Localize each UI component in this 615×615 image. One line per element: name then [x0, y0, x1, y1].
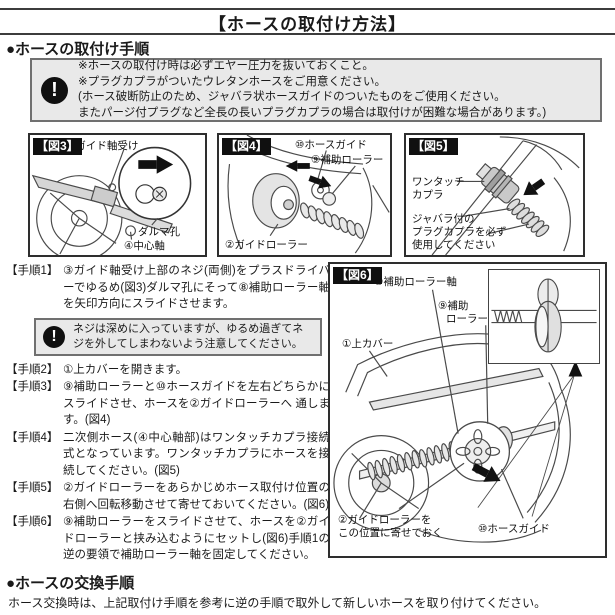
step-row-6: 【手順6】 ⑨補助ローラーをスライドさせて、ホースを②ガイドローラーと挟み込むよ…: [6, 514, 330, 564]
fig6-callout-aux-roller-shaft: ⑧補助ローラー軸: [374, 276, 457, 288]
fig6-callout-guide-roller-2: この位置に寄せておく: [338, 527, 443, 539]
fig4-illustration: [227, 135, 390, 254]
step-label: 【手順4】: [6, 431, 59, 444]
steps-list: 【手順1】 ③ガイド軸受け上部のネジ(両側)をプラスドライバーでゆるめ(図3)ダ…: [6, 263, 330, 565]
figure-fig4: 【図4】 ⑩ホースガイド ⑨補助ローラー ②ガイドローラー: [217, 133, 392, 257]
step-label: 【手順2】: [6, 363, 59, 376]
page-title: 【ホースの取付け方法】: [208, 15, 407, 34]
fig4-callout-hose-guide: ⑩ホースガイド: [295, 139, 367, 151]
step-text: ②ガイドローラーをあらかじめホース取付け位置の右側へ回転移動させて寄せておいてく…: [63, 482, 330, 511]
replace-body: ホース交換時は、上記取付け手順を参考に逆の手順で取外して新しいホースを取り付けて…: [8, 596, 547, 610]
fig6-inset: [488, 269, 600, 364]
notice-line-4: またパージ付プラグなど全長の長いプラグカプラの場合は取付けが困難な場合があります…: [78, 106, 547, 119]
figure-fig5: 【図5】 ワンタッチ カプラ ジャバラ付の プラグカプラを必ず 使用してください: [404, 133, 585, 257]
fig5-callout-bellows-3: 使用してください: [412, 239, 496, 251]
fig4-callout-guide-roller: ②ガイドローラー: [225, 239, 308, 251]
step-label: 【手順6】: [6, 516, 59, 528]
fig4-callout-aux-roller: ⑨補助ローラー: [311, 154, 384, 166]
exclamation-icon: !: [43, 325, 65, 348]
fig3-illustration: [31, 146, 192, 255]
fig6-label: 【図6】: [333, 267, 382, 284]
step-row-1: 【手順1】 ③ガイド軸受け上部のネジ(両側)をプラスドライバーでゆるめ(図3)ダ…: [6, 263, 330, 313]
fig6-callout-top-cover: ①上カバー: [342, 338, 394, 350]
step-text: ⑨補助ローラーをスライドさせて、ホースを②ガイドローラーと挟み込むようにセットし…: [63, 516, 330, 561]
fig5-illustration: [431, 136, 580, 255]
fig5-callout-coupler-1: ワンタッチ: [412, 176, 465, 188]
step-label: 【手順5】: [6, 482, 59, 494]
step-text: 二次側ホース(④中心軸部)はワンタッチカプラ接続式となっています。ワンタッチカプ…: [63, 431, 330, 477]
fig3-callout-center-shaft: ④中心軸: [124, 240, 165, 252]
step-row-2: 【手順2】 ①上カバーを開きます。: [6, 362, 330, 379]
fig6-callout-hose-guide: ⑩ホースガイド: [478, 523, 550, 535]
notice-line-1: ※ホースの取付け時は必ずエヤー圧力を抜いておくこと。: [78, 60, 374, 72]
fig6-callout-aux-roller-1: ⑨補助: [438, 300, 469, 312]
fig3-callout-guide-bearing: ③ガイド軸受け: [66, 140, 139, 152]
fig5-callout-coupler-2: カプラ: [412, 189, 444, 201]
screw-notice-box: ! ネジは深めに入っていますが、ゆるめ過ぎてネジを外してしまわないよう注意してく…: [34, 317, 322, 356]
notice-text: ※ホースの取付け時は必ずエヤー圧力を抜いておくこと。 ※プラグカプラがついたウレ…: [78, 59, 546, 121]
fig6-callout-guide-roller-1: ②ガイドローラーを: [338, 514, 432, 526]
replace-heading: ●ホースの交換手順: [6, 575, 135, 592]
step-text: ⑨補助ローラーと⑩ホースガイドを左右どちらかにスライドさせ、ホースを②ガイドロー…: [63, 381, 330, 426]
screw-notice-text: ネジは深めに入っていますが、ゆるめ過ぎてネジを外してしまわないよう注意してくださ…: [73, 323, 304, 350]
fig4-label: 【図4】: [222, 138, 271, 155]
fig6-callout-aux-roller-2: ローラー: [446, 313, 488, 325]
step-row-4: 【手順4】 二次側ホース(④中心軸部)はワンタッチカプラ接続式となっています。ワ…: [6, 430, 330, 480]
fig5-label: 【図5】: [409, 138, 458, 155]
step-label: 【手順3】: [6, 381, 59, 393]
step-row-5: 【手順5】 ②ガイドローラーをあらかじめホース取付け位置の右側へ回転移動させて寄…: [6, 480, 330, 513]
step-row-3: 【手順3】 ⑨補助ローラーと⑩ホースガイドを左右どちらかにスライドさせ、ホースを…: [6, 379, 330, 429]
install-heading: ●ホースの取付け手順: [6, 41, 150, 58]
fig6-inset-illustration: [491, 278, 597, 353]
fig3-callout-daruma-hole: ダルマ孔: [138, 226, 180, 238]
notice-box: ! ※ホースの取付け時は必ずエヤー圧力を抜いておくこと。 ※プラグカプラがついた…: [30, 58, 602, 122]
step-label: 【手順1】: [6, 265, 59, 277]
notice-line-3: (ホース破断防止のため、ジャバラ状ホースガイドのついたものをご使用ください。: [78, 91, 506, 103]
fig6-illustration: [333, 289, 583, 543]
fig5-callout-bellows-1: ジャバラ付の: [412, 213, 475, 225]
figure-fig6: 【図6】 ⑧補助ローラー軸 ⑨補助 ローラー ①上カバー ②ガイドローラーを こ…: [328, 262, 607, 558]
figure-fig3: 【図3】 ③ガイド軸受け ダルマ孔 ④中心軸: [28, 133, 207, 257]
exclamation-icon: !: [41, 76, 68, 104]
fig5-callout-bellows-2: プラグカプラを必ず: [412, 226, 507, 238]
title-rule-bottom: [0, 33, 615, 35]
step-text: ③ガイド軸受け上部のネジ(両側)をプラスドライバーでゆるめ(図3)ダルマ孔にそっ…: [63, 265, 330, 310]
step-text: ①上カバーを開きます。: [63, 363, 188, 376]
fig3-label: 【図3】: [33, 138, 82, 155]
title-rule-top: [0, 8, 615, 10]
notice-line-2: ※プラグカプラがついたウレタンホースをご用意ください。: [78, 75, 387, 88]
